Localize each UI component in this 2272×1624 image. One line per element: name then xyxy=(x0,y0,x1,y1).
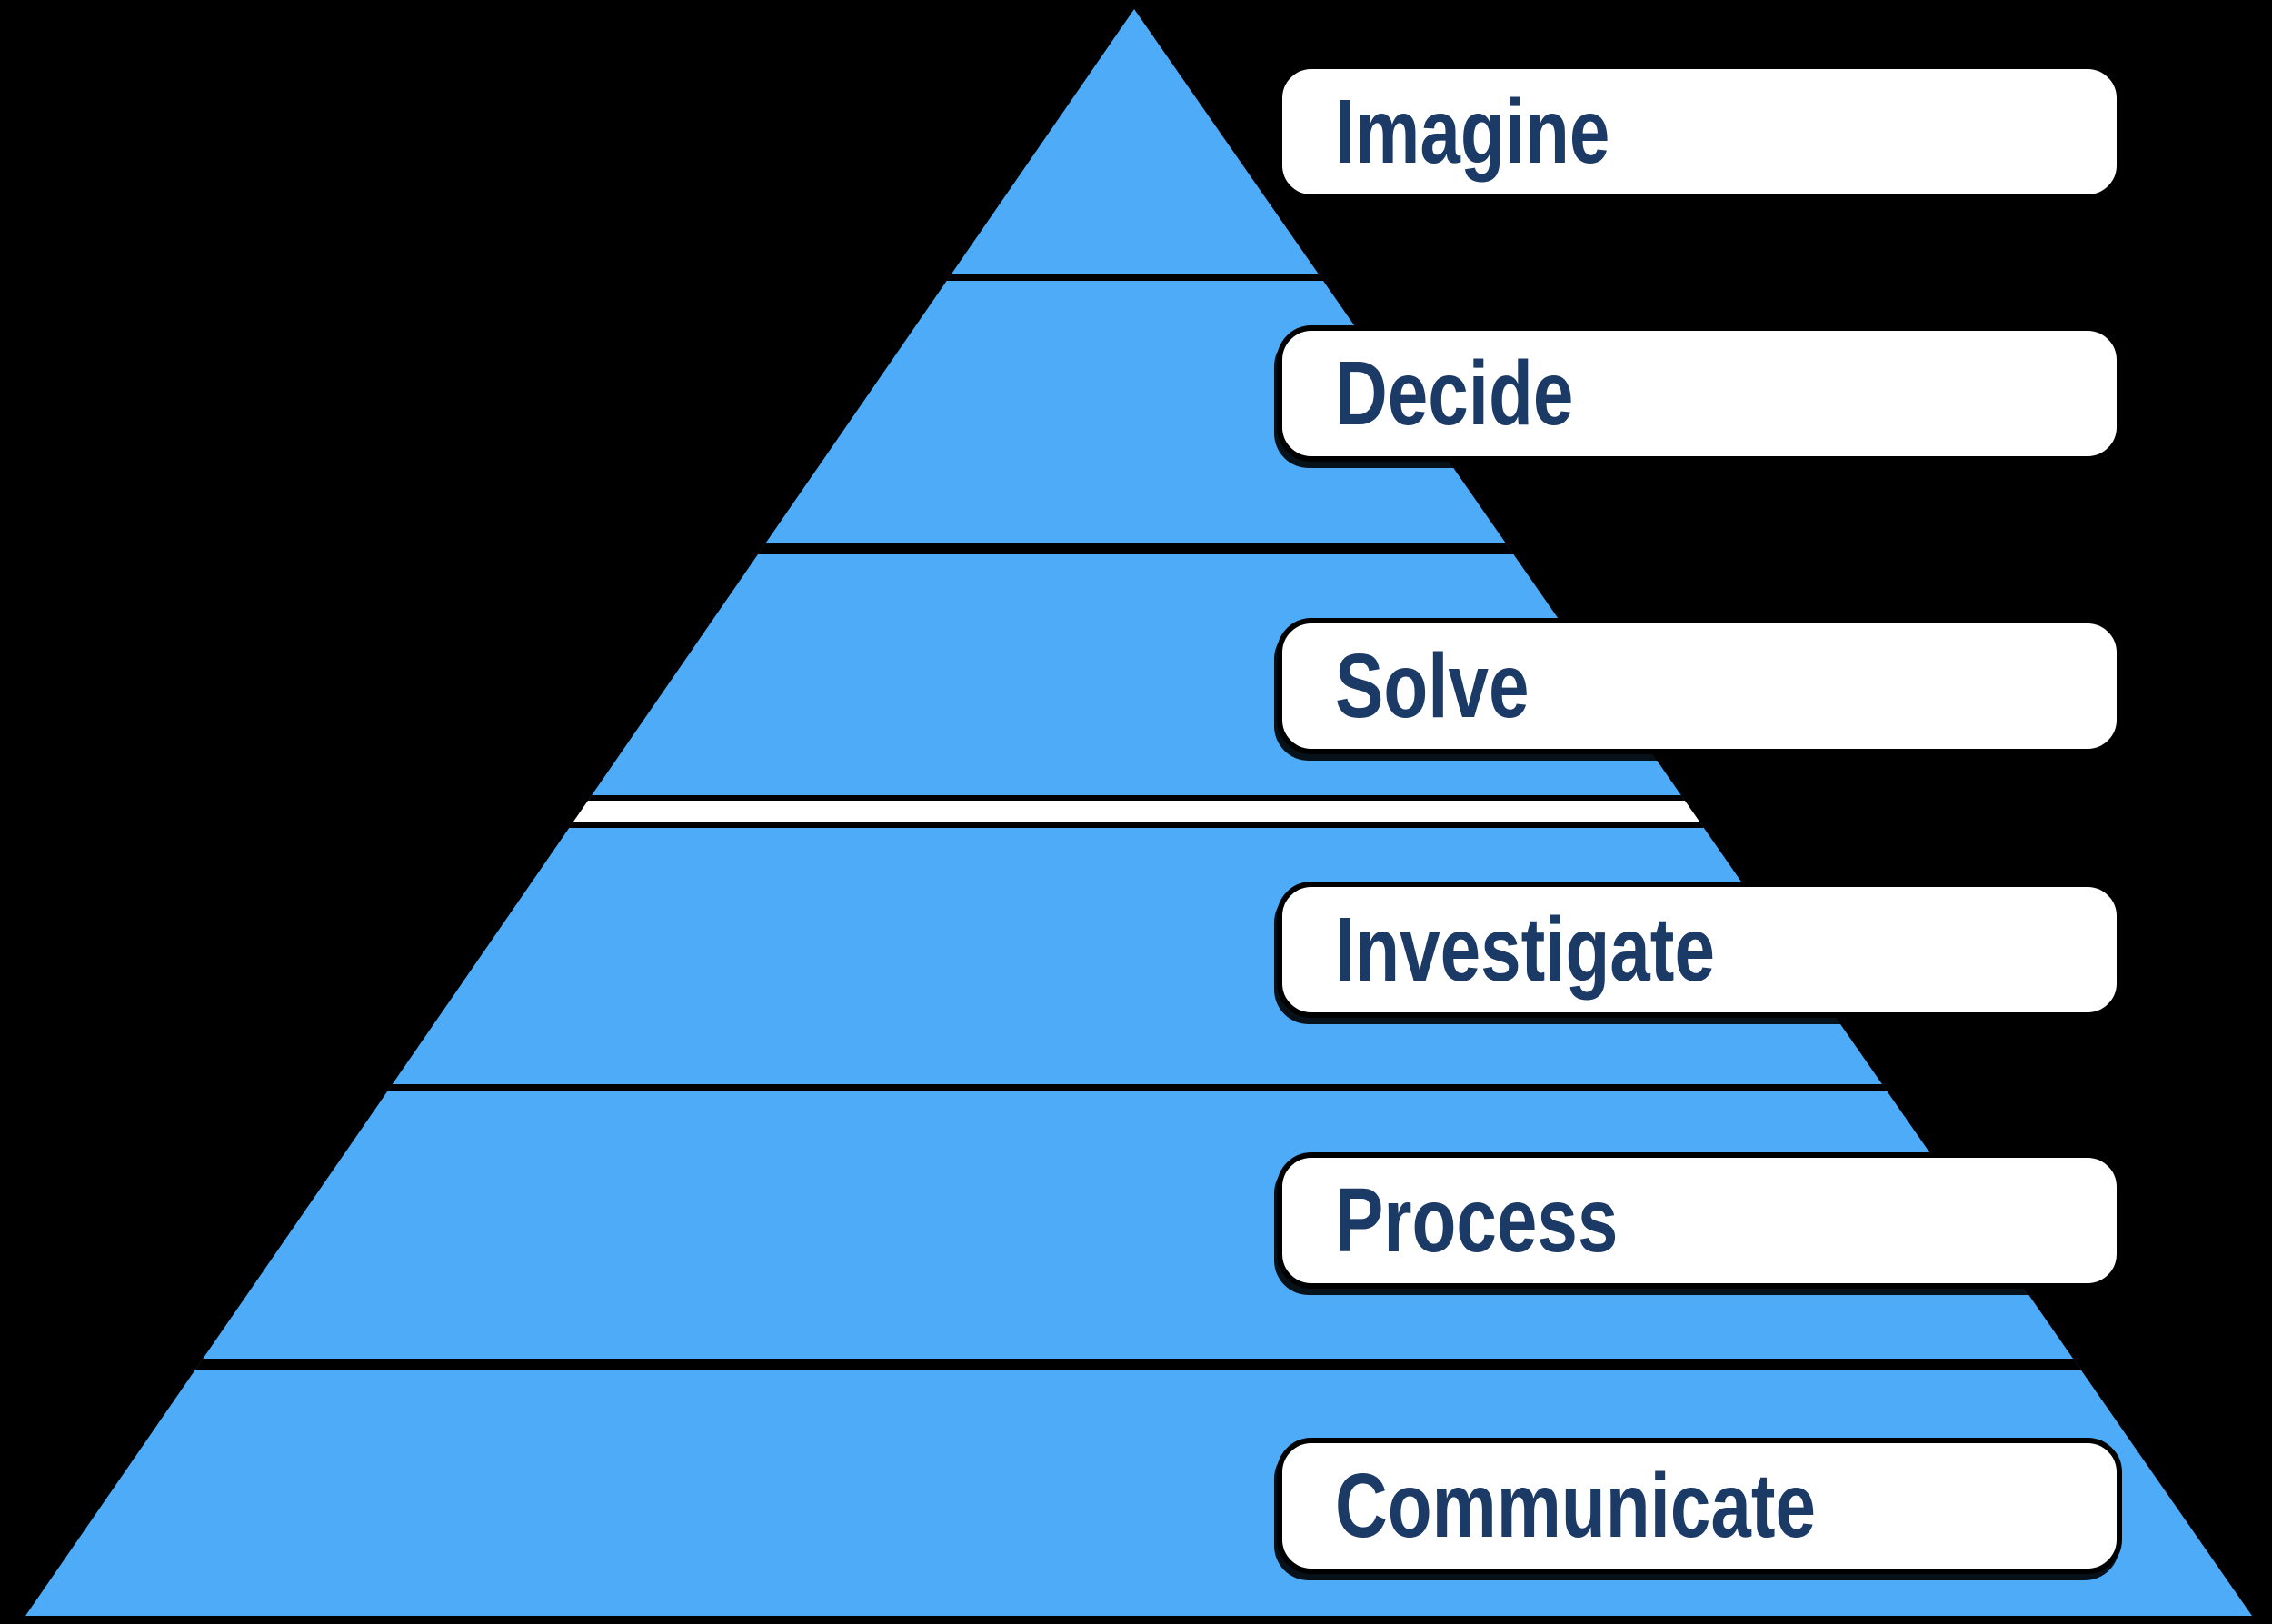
label-solve: Solve xyxy=(1277,618,2122,754)
label-process: Process xyxy=(1277,1152,2122,1289)
highlight-band-top-line xyxy=(25,795,2252,801)
label-imagine-text: Imagine xyxy=(1335,81,1610,183)
label-decide-text: Decide xyxy=(1335,343,1574,444)
label-decide: Decide xyxy=(1277,325,2122,462)
label-communicate-text: Communicate xyxy=(1335,1455,1816,1557)
divider-imagine-decide xyxy=(25,274,2252,281)
label-process-text: Process xyxy=(1335,1170,1619,1271)
highlight-band-bottom-line xyxy=(25,822,2252,828)
label-imagine: Imagine xyxy=(1277,64,2122,200)
divider-process-communicate xyxy=(25,1359,2252,1370)
label-communicate: Communicate xyxy=(1277,1438,2122,1574)
label-solve-text: Solve xyxy=(1335,635,1530,737)
divider-investigate-process xyxy=(25,1084,2252,1091)
label-investigate-text: Investigate xyxy=(1335,899,1715,1001)
highlight-band xyxy=(25,801,2252,822)
label-investigate: Investigate xyxy=(1277,882,2122,1018)
divider-decide-solve xyxy=(25,543,2252,554)
